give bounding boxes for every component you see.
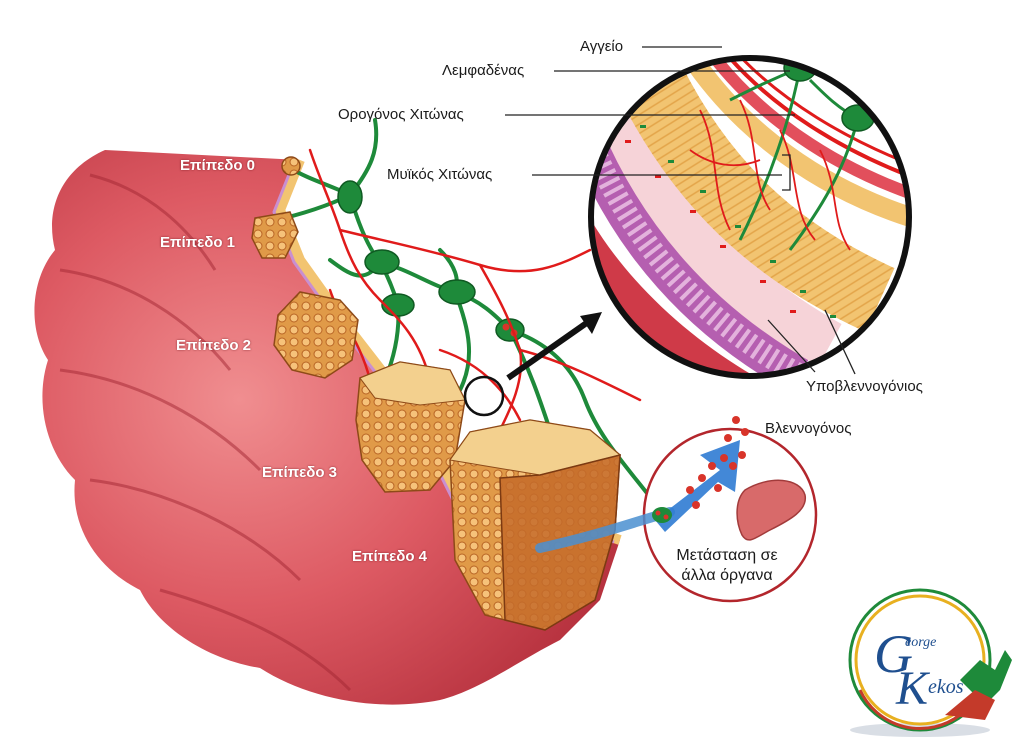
metastasis-caption-line1: Μετάσταση σε: [676, 547, 778, 564]
label-muscularis: Μυϊκός Χιτώνας: [387, 166, 493, 183]
stage-label-level-1: Επίπεδο 1: [160, 234, 236, 251]
label-vessel: Αγγείο: [580, 38, 624, 55]
stage-label-level-3: Επίπεδο 3: [262, 464, 338, 481]
logo-first-name: eorge: [905, 635, 936, 650]
label-mucosa: Βλεννογόνος: [765, 420, 852, 437]
cancer-cells: [686, 416, 749, 509]
stage-label-level-4: Επίπεδο 4: [352, 548, 428, 565]
label-serosa: Ορογόνος Χιτώνας: [338, 106, 464, 123]
tumor-level-3: [355, 361, 466, 493]
logo-initial-k: K: [895, 662, 931, 715]
wall-layers-zoom: [588, 55, 912, 379]
tumor-level-0: [281, 156, 301, 176]
metastasis-inset: [535, 416, 818, 603]
magnify-region-marker: [463, 375, 505, 417]
george-kekos-logo: G eorge K ekos: [848, 588, 1012, 737]
logo-initial-g: G: [874, 624, 913, 684]
zoom-arrow: [506, 312, 602, 381]
label-lymph-node: Λεμφαδένας: [442, 62, 525, 79]
metastasis-caption-line2: άλλα όργανα: [681, 567, 773, 584]
lymph-node-cluster: [337, 180, 525, 342]
tumor-level-4: [449, 419, 622, 631]
stage-label-level-0: Επίπεδο 0: [180, 157, 256, 174]
logo-last-name: ekos: [928, 676, 964, 698]
leader-lines: [505, 46, 856, 375]
tumor-level-1: [251, 211, 299, 259]
liver-icon: [736, 479, 806, 541]
label-submucosa: Υποβλεννογόνιος: [806, 378, 923, 395]
metastasis-caption: Μετάσταση σε άλλα όργανα: [652, 546, 802, 586]
tumor-level-2: [273, 291, 359, 379]
stage-label-level-2: Επίπεδο 2: [176, 337, 252, 354]
